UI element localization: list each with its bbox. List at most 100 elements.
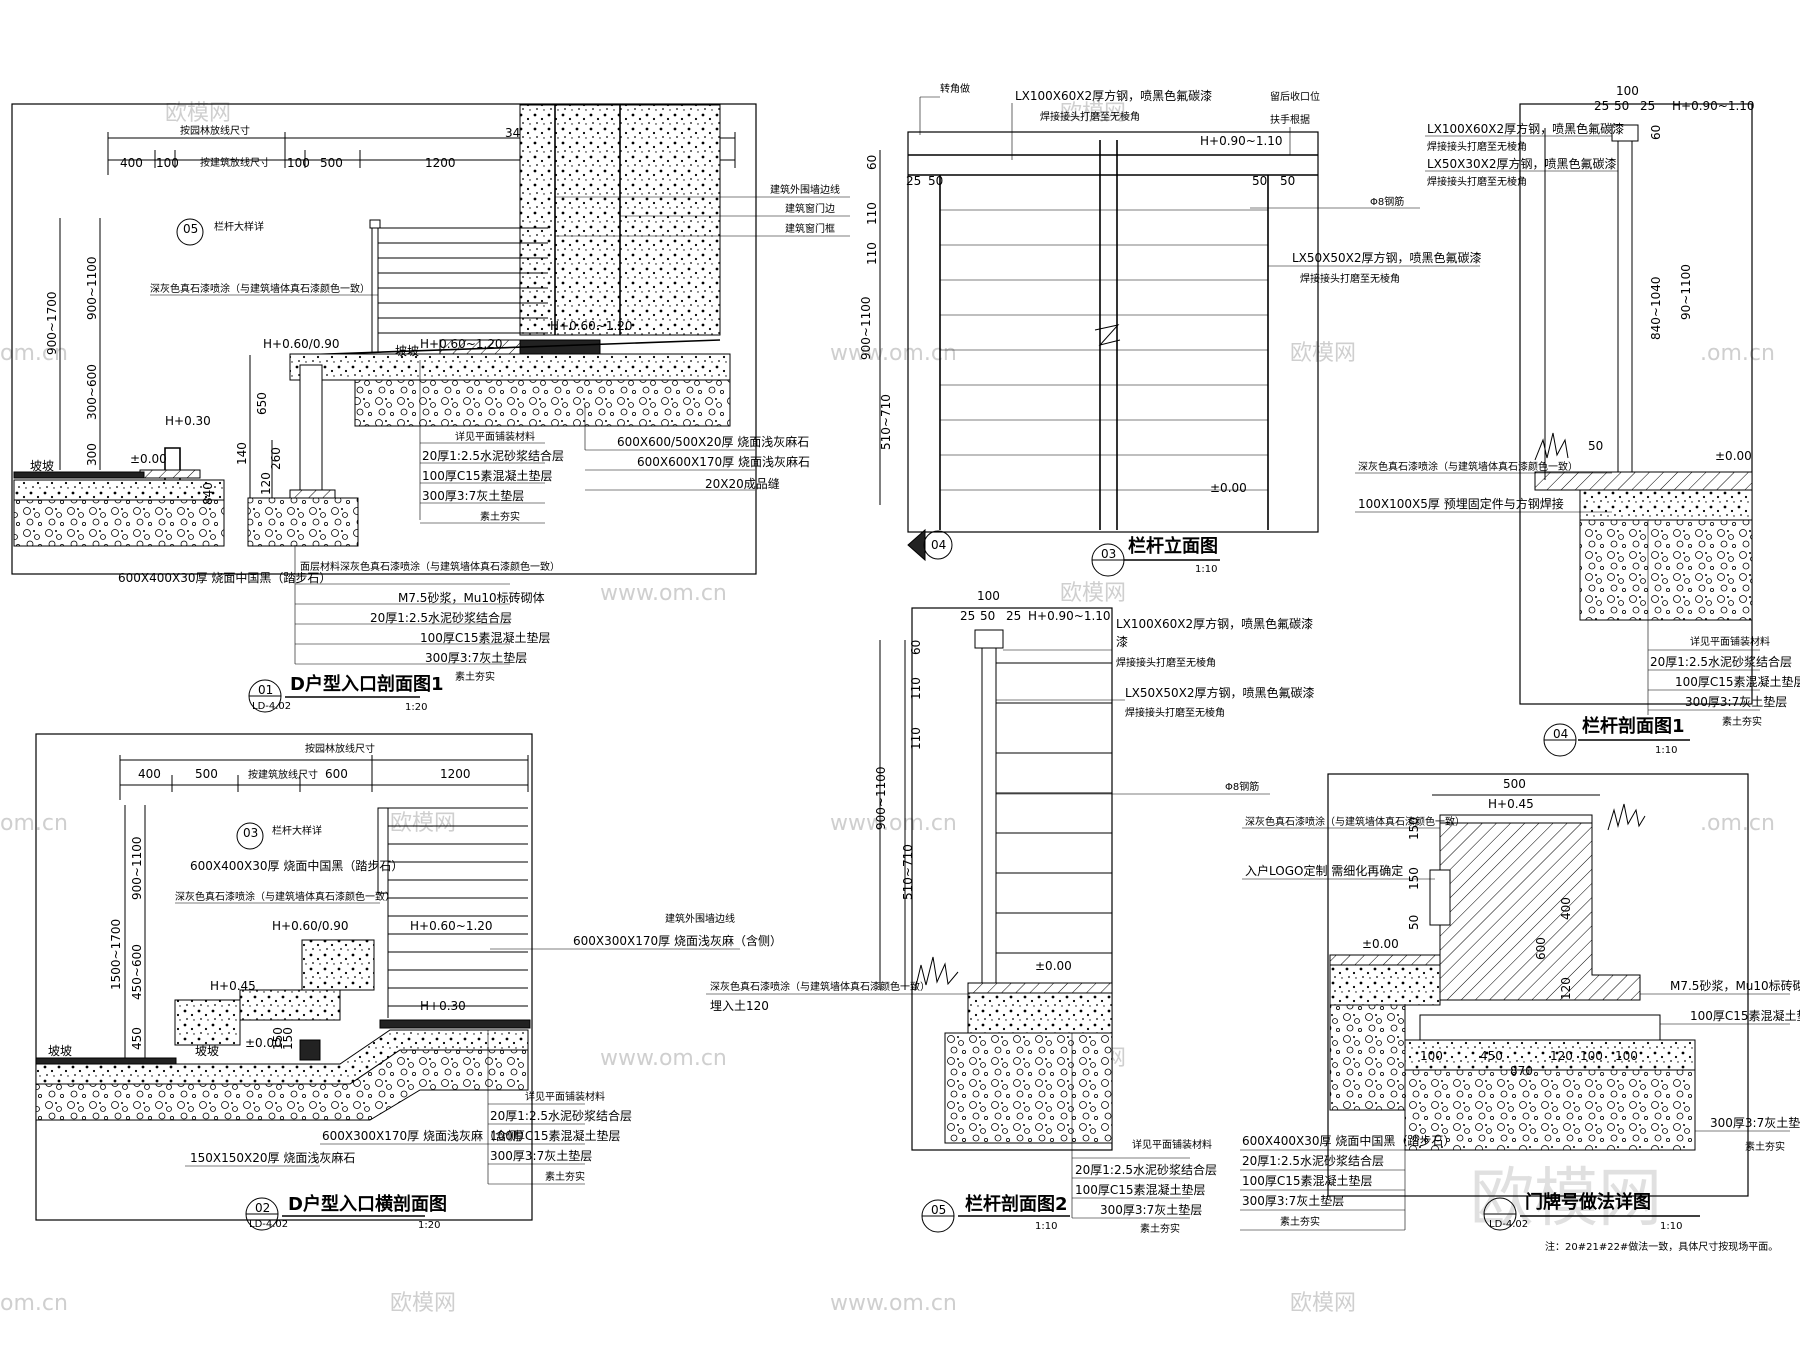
elevation-mark: H+0.60/0.90 — [263, 337, 340, 351]
dimension-value: 120 — [1559, 977, 1573, 1000]
detail-scale: 1:10 — [1660, 1221, 1682, 1232]
detail-scale: 1:10 — [1035, 1221, 1057, 1232]
concrete-layer — [1329, 964, 1441, 1006]
annotation: 详见平面铺装材料 — [1690, 635, 1770, 648]
annotation: 300厚3:7灰土垫层 — [425, 650, 527, 665]
layer-legend: 600X400X30厚 烧面中国黑（踏步石） 20厚1:2.5水泥砂浆结合层 1… — [1240, 1105, 1455, 1231]
annotation: 600X600X170厚 烧面浅灰麻石 — [637, 454, 810, 469]
callout-label: 栏杆大样详 — [214, 220, 264, 233]
watermark: 欧模网 — [390, 811, 456, 836]
watermark: www.om.cn — [830, 1291, 957, 1316]
dimension-value: 300 — [85, 443, 99, 466]
dimension-value: 600 — [325, 767, 348, 781]
dimension-value: 110 — [909, 727, 923, 750]
annotation: 焊接接头打磨至无棱角 — [1300, 272, 1400, 285]
detail-scale: 1:10 — [1655, 745, 1677, 756]
detail-callout[interactable] — [236, 822, 264, 850]
lime-soil-layer — [1404, 1069, 1696, 1151]
dimension-value: 870 — [1510, 1064, 1533, 1078]
dimension-value: 25 — [1006, 609, 1021, 623]
dimension-value: 450 — [1480, 1049, 1503, 1063]
annotation: 素土夯实 — [455, 670, 495, 683]
lime-soil-layer — [35, 1049, 529, 1121]
watermark: www.om.cn — [830, 811, 957, 836]
annotation: 扶手根据 — [1270, 113, 1310, 126]
detail-title-03[interactable]: 03 栏杆立面图 1:10 — [1091, 535, 1220, 577]
annotation: 20厚1:2.5水泥砂浆结合层 — [422, 448, 564, 463]
watermark: om.cn — [0, 341, 68, 366]
annotation: M7.5砂浆，Mu10标砖砌体 — [1670, 978, 1800, 993]
dimension-value: 50 — [1614, 99, 1629, 113]
detail-title-04[interactable]: 04 栏杆剖面图1 1:10 — [1543, 715, 1690, 757]
title-sheet: LD-4.02 — [252, 701, 291, 712]
section-marker-04[interactable]: 04 — [907, 528, 953, 562]
dimension-value: 450~600 — [130, 944, 144, 1000]
detail-04-frame — [1519, 103, 1753, 705]
dimension-value: 900~1100 — [859, 297, 873, 361]
dimension-value: 500 — [320, 156, 343, 170]
post-section — [981, 647, 997, 984]
detail-01-frame — [11, 103, 757, 575]
lime-soil-layer — [354, 379, 731, 427]
detail-title-01[interactable]: 01 LD-4.02 D户型入口剖面图1 1:20 — [248, 673, 443, 713]
railing-panel — [907, 131, 1319, 533]
section-number: 04 — [931, 538, 946, 552]
elevation-mark: H+0.60/0.90 — [272, 919, 349, 933]
detail-callout[interactable] — [176, 218, 204, 246]
title-number: 04 — [1553, 727, 1568, 741]
dimension-value: 100 — [977, 589, 1000, 603]
annotation: 20厚1:2.5水泥砂浆结合层 — [370, 610, 512, 625]
title-number: 03 — [1101, 547, 1116, 561]
detail-05-frame — [911, 607, 1113, 1151]
dimension-value: 100 — [1616, 84, 1639, 98]
elevation-mark: H+0.90~1.10 — [1200, 134, 1283, 148]
annotation: 600X400X30厚 烧面中国黑（踏步石） — [1242, 1133, 1455, 1148]
title-number: 02 — [255, 1201, 270, 1215]
dimension-note: 按建筑放线尺寸 — [248, 768, 318, 781]
detail-title: D户型入口剖面图1 — [290, 673, 443, 695]
lime-soil-layer — [1579, 519, 1753, 621]
building-wall — [619, 104, 721, 336]
layer-legend: 详见平面铺装材料 20厚1:2.5水泥砂浆结合层 100厚C15素混凝土垫层 3… — [487, 1030, 632, 1185]
lime-soil-layer — [13, 499, 225, 547]
footing — [289, 489, 336, 499]
annotation: 入户LOGO定制 需细化再确定 — [1245, 863, 1403, 878]
annotation: LX50X50X2厚方钢，喷黑色氟碳漆 — [1292, 250, 1482, 265]
annotation: 素土夯实 — [1280, 1215, 1320, 1228]
dimension-value: 840~1040 — [1649, 277, 1663, 341]
top-rail-section — [974, 629, 1004, 649]
detail-06-section: 500 150 150 50 400 600 120 100 450 120 1… — [1240, 773, 1800, 1232]
lime-soil-layer — [944, 1032, 1113, 1144]
elevation-mark: ±0.00 — [1035, 959, 1072, 973]
annotation: 深灰色真石漆喷涂（与建筑墙体真石漆颜色一致） — [710, 980, 930, 993]
railing-post — [377, 807, 389, 894]
concrete-layer — [1404, 1039, 1696, 1071]
footnote: 注：20#21#22#做法一致，具体尺寸按现场平面。 — [1545, 1240, 1778, 1253]
annotation: 面层材料深灰色真石漆喷涂（与建筑墙体真石漆颜色一致） — [300, 560, 560, 573]
annotation: 100厚C15素混凝土垫层 — [1242, 1173, 1373, 1188]
detail-scale: 1:10 — [1195, 564, 1217, 575]
detail-title-02[interactable]: 02 LD-4.02 D户型入口横剖面图 1:20 — [245, 1193, 447, 1231]
elevation-mark: H+0.30 — [420, 999, 466, 1013]
detail-title-06[interactable]: LD-4.02 门牌号做法详图 1:10 — [1483, 1191, 1700, 1232]
dimension-value: 510~710 — [879, 394, 893, 450]
detail-title-05[interactable]: 05 栏杆剖面图2 1:10 — [921, 1193, 1070, 1233]
dimension-value: 50 — [1407, 915, 1421, 930]
annotation: M7.5砂浆，Mu10标砖砌体 — [398, 590, 545, 605]
ground-paving — [13, 479, 225, 501]
dimension-value: 60 — [865, 155, 879, 170]
annotation: 20厚1:2.5水泥砂浆结合层 — [1075, 1162, 1217, 1177]
annotation: 素土夯实 — [1722, 715, 1762, 728]
dimension-value: 100 — [1615, 1049, 1638, 1063]
watermark: .om.cn — [1700, 341, 1775, 366]
dimension-value: 100 — [1580, 1049, 1603, 1063]
annotation: 焊接接头打磨至无棱角 — [1040, 110, 1140, 123]
watermark: om.cn — [0, 811, 68, 836]
dimension-value: 900~1100 — [874, 767, 888, 831]
dimension-value: 150 — [1407, 867, 1421, 890]
annotation: 深灰色真石漆喷涂（与建筑墙体真石漆颜色一致） — [150, 282, 370, 295]
annotation: 300厚3:7灰土垫层 — [1242, 1193, 1344, 1208]
annotation: 300厚3:7灰土垫层 — [1100, 1202, 1202, 1217]
dimension-value: 300~600 — [85, 364, 99, 420]
bottom-legend: 600X400X30厚 烧面中国黑（踏步石） 面层材料深灰色真石漆喷涂（与建筑墙… — [118, 545, 560, 683]
